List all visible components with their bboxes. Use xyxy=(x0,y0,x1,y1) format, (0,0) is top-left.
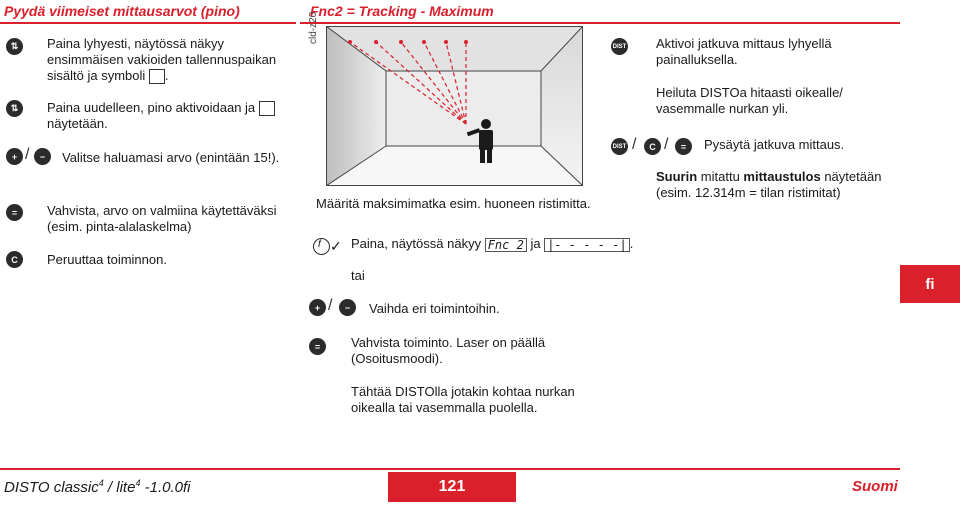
dist-key-icon: DIST xyxy=(611,38,628,55)
right-item-2: Heiluta DISTOa hitaasti oikealle/ vasemm… xyxy=(656,85,843,116)
slash-separator-2: / xyxy=(328,297,333,314)
middle-step-3: Vahvista toiminto. Laser on päällä (Osoi… xyxy=(351,335,546,366)
plus-key-icon-2: + xyxy=(309,299,326,316)
minus-key-icon-2: − xyxy=(339,299,356,316)
footer-rule xyxy=(0,468,900,470)
footer-product-name: DISTO classic xyxy=(4,479,99,496)
right-item-4-bold-1: Suurin xyxy=(656,169,698,184)
left-item-1-text: Paina lyhyesti, näytössä näkyy ensimmäis… xyxy=(47,36,277,83)
left-item-5: Peruuttaa toiminnon. xyxy=(47,252,167,267)
slash-separator-4: / xyxy=(664,136,669,153)
page-number: 121 xyxy=(388,472,516,502)
plus-key-icon: + xyxy=(6,148,23,165)
slash-separator-3: / xyxy=(632,136,637,153)
right-item-3: Pysäytä jatkuva mittaus. xyxy=(704,137,845,152)
footer-language: Suomi xyxy=(852,478,898,495)
left-item-1: Paina lyhyesti, näytössä näkyy ensimmäis… xyxy=(47,36,282,85)
slash-separator: / xyxy=(25,146,30,163)
minus-key-icon: − xyxy=(34,148,51,165)
room-figure xyxy=(326,26,583,186)
equals-key-icon-2: = xyxy=(309,338,326,355)
footer-product-mid: / lite xyxy=(103,479,136,496)
equals-key-icon: = xyxy=(6,204,23,221)
language-tab: fi xyxy=(900,265,960,303)
lcd-fnc2: Fnc 2 xyxy=(484,237,527,252)
right-item-4: Suurin mitattu mittaustulos näytetään (e… xyxy=(656,169,901,201)
memory-symbol-icon xyxy=(148,69,165,85)
middle-step-4: Tähtää DISTOlla jotakin kohtaa nurkan oi… xyxy=(351,384,575,415)
left-item-2: Paina uudelleen, pino aktivoidaan ja näy… xyxy=(47,100,282,132)
left-item-2-end: näytetään. xyxy=(47,116,108,132)
right-item-4-bold-2: mittaustulos xyxy=(743,169,821,184)
lcd-tracking: |- - - - -| xyxy=(544,237,630,252)
middle-or: tai xyxy=(351,268,365,283)
header-rule-left xyxy=(0,22,296,24)
figure-caption: Määritä maksimimatka esim. huoneen risti… xyxy=(316,196,591,211)
left-item-3: Valitse haluamasi arvo (enintään 15!). xyxy=(62,150,280,165)
middle-step-2: Vaihda eri toimintoihin. xyxy=(369,301,500,316)
clear-key-icon-2: C xyxy=(644,138,661,155)
left-item-2-text: Paina uudelleen, pino aktivoidaan ja xyxy=(47,100,256,115)
middle-step-1: Paina, näytössä näkyy Fnc 2 ja |- - - - … xyxy=(351,236,634,252)
stack-key-icon-2: ⇅ xyxy=(6,100,23,117)
footer-product: DISTO classic4 / lite4 -1.0.0fi xyxy=(4,478,191,496)
section-title-middle: Fnc2 = Tracking - Maximum xyxy=(310,3,494,19)
equals-key-icon-3: = xyxy=(675,138,692,155)
footer-sup-1: 4 xyxy=(98,478,104,488)
header-rule-right xyxy=(300,22,900,24)
clear-key-icon: C xyxy=(6,251,23,268)
left-item-4: Vahvista, arvo on valmiina käytettäväksi… xyxy=(47,203,277,234)
middle-step-1-end: . xyxy=(629,236,634,251)
check-icon: ✓ xyxy=(330,238,342,254)
stack-key-icon: ⇅ xyxy=(6,38,23,55)
right-item-4-mid: mitattu xyxy=(697,169,744,184)
dist-key-icon-2: DIST xyxy=(611,138,628,155)
figure-id: cld-z20 xyxy=(308,11,319,44)
right-item-4-rest: näytetään (esim. 12.314m = tilan ristimi… xyxy=(656,169,882,200)
left-item-1-end: . xyxy=(164,68,169,83)
stack-symbol-icon xyxy=(258,101,275,117)
middle-step-1-text: Paina, näytössä näkyy xyxy=(351,236,482,251)
function-key-label: f xyxy=(318,239,321,250)
right-item-1: Aktivoi jatkuva mittaus lyhyellä painall… xyxy=(656,36,832,67)
footer-sup-2: 4 xyxy=(135,478,141,488)
section-title-left: Pyydä viimeiset mittausarvot (pino) xyxy=(4,3,240,19)
function-key-icon xyxy=(313,238,330,255)
footer-product-version: -1.0.0fi xyxy=(140,479,191,496)
middle-step-1-mid: ja xyxy=(530,236,541,251)
